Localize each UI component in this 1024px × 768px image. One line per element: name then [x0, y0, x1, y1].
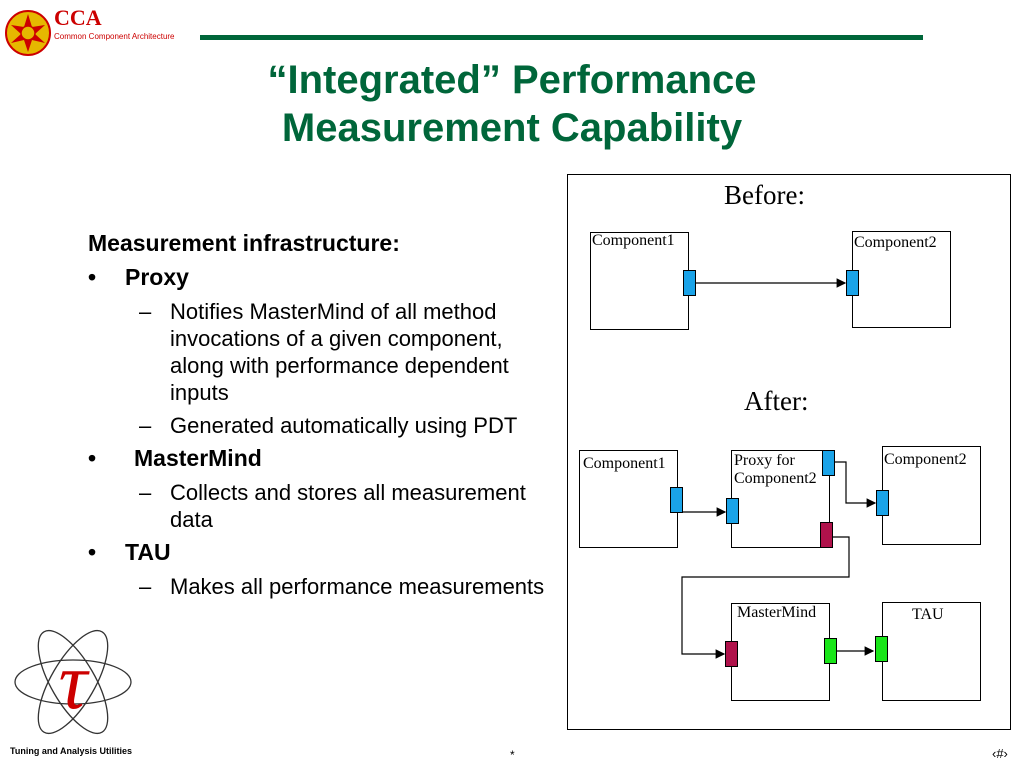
sub-bullet-marker: – — [139, 480, 152, 505]
after-component1-label: Component1 — [583, 455, 666, 472]
slide-title-line1: “Integrated” Performance — [267, 58, 757, 102]
bullet-mastermind: • MasterMind — [88, 443, 558, 473]
before-component1-box — [590, 232, 689, 330]
bullet-marker: • — [88, 445, 97, 471]
footer-center: * — [510, 748, 515, 762]
after-proxy-label-line1: Proxy for — [734, 452, 795, 469]
logo-subtitle: Common Component Architecture — [54, 32, 175, 41]
after-component1-box — [579, 450, 678, 548]
before-component2-label: Component2 — [854, 234, 937, 251]
after-component2-label: Component2 — [884, 451, 967, 468]
header-divider — [200, 35, 923, 40]
sub-bullet-text: Collects and stores all measurement data — [170, 480, 526, 532]
after-tau-measurement-port — [875, 636, 888, 662]
sub-bullet: – Generated automatically using PDT — [88, 412, 558, 439]
after-proxy-label-line2: Component2 — [734, 470, 817, 487]
before-uses-port — [683, 270, 696, 296]
logo-title: CCA — [54, 5, 102, 30]
diagram-panel — [567, 174, 1011, 730]
after-c1-uses-port — [670, 487, 683, 513]
bullet-tau: • TAU — [88, 537, 558, 567]
page-number: ‹#› — [992, 746, 1008, 761]
tau-logo-caption: Tuning and Analysis Utilities — [10, 746, 133, 756]
before-title: Before: — [724, 180, 805, 210]
after-title: After: — [744, 386, 809, 416]
after-mastermind-label: MasterMind — [737, 604, 817, 621]
bullet-label: Proxy — [125, 264, 189, 290]
tau-logo-icon: τ — [14, 629, 132, 735]
cca-logo-icon — [5, 10, 51, 56]
after-c2-provides-port — [876, 490, 889, 516]
before-provides-port — [846, 270, 859, 296]
after-tau-label: TAU — [912, 606, 944, 623]
before-component1-label: Component1 — [592, 232, 675, 249]
bullet-marker: • — [88, 539, 97, 565]
bullet-label: TAU — [125, 539, 171, 565]
sub-bullet: – Collects and stores all measurement da… — [88, 479, 558, 533]
sub-bullet-text: Makes all performance measurements — [170, 574, 545, 599]
after-proxy-monitor-port — [820, 522, 833, 548]
after-proxy-uses-port — [822, 450, 835, 476]
after-connector-proxy-mastermind — [681, 536, 850, 659]
sub-bullet: – Makes all performance measurements — [88, 573, 558, 600]
sub-bullet: – Notifies MasterMind of all method invo… — [88, 298, 558, 406]
bullet-label: MasterMind — [134, 445, 262, 471]
after-mastermind-monitor-port — [725, 641, 738, 667]
slide-title: “Integrated” Performance Measurement Cap… — [150, 56, 874, 152]
bullet-marker: • — [88, 264, 97, 290]
slide-title-line2: Measurement Capability — [281, 106, 743, 150]
after-mastermind-box — [731, 603, 830, 701]
after-connector-proxy-c2 — [834, 461, 877, 508]
bullet-list: Measurement infrastructure: • Proxy – No… — [88, 228, 558, 600]
sub-bullet-text: Notifies MasterMind of all method invoca… — [170, 299, 509, 405]
after-proxy-provides-port — [726, 498, 739, 524]
before-component2-box — [852, 231, 951, 328]
sub-bullet-marker: – — [139, 299, 152, 324]
sub-bullet-marker: – — [139, 413, 152, 438]
after-component2-box — [882, 446, 981, 545]
bullet-heading: Measurement infrastructure: — [88, 230, 400, 256]
svg-text:τ: τ — [59, 638, 91, 726]
bullet-proxy: • Proxy — [88, 262, 558, 292]
sub-bullet-marker: – — [139, 574, 152, 599]
after-tau-box — [882, 602, 981, 701]
sub-bullet-text: Generated automatically using PDT — [170, 413, 518, 438]
after-proxy-box — [731, 450, 830, 548]
after-mastermind-measurement-port — [824, 638, 837, 664]
